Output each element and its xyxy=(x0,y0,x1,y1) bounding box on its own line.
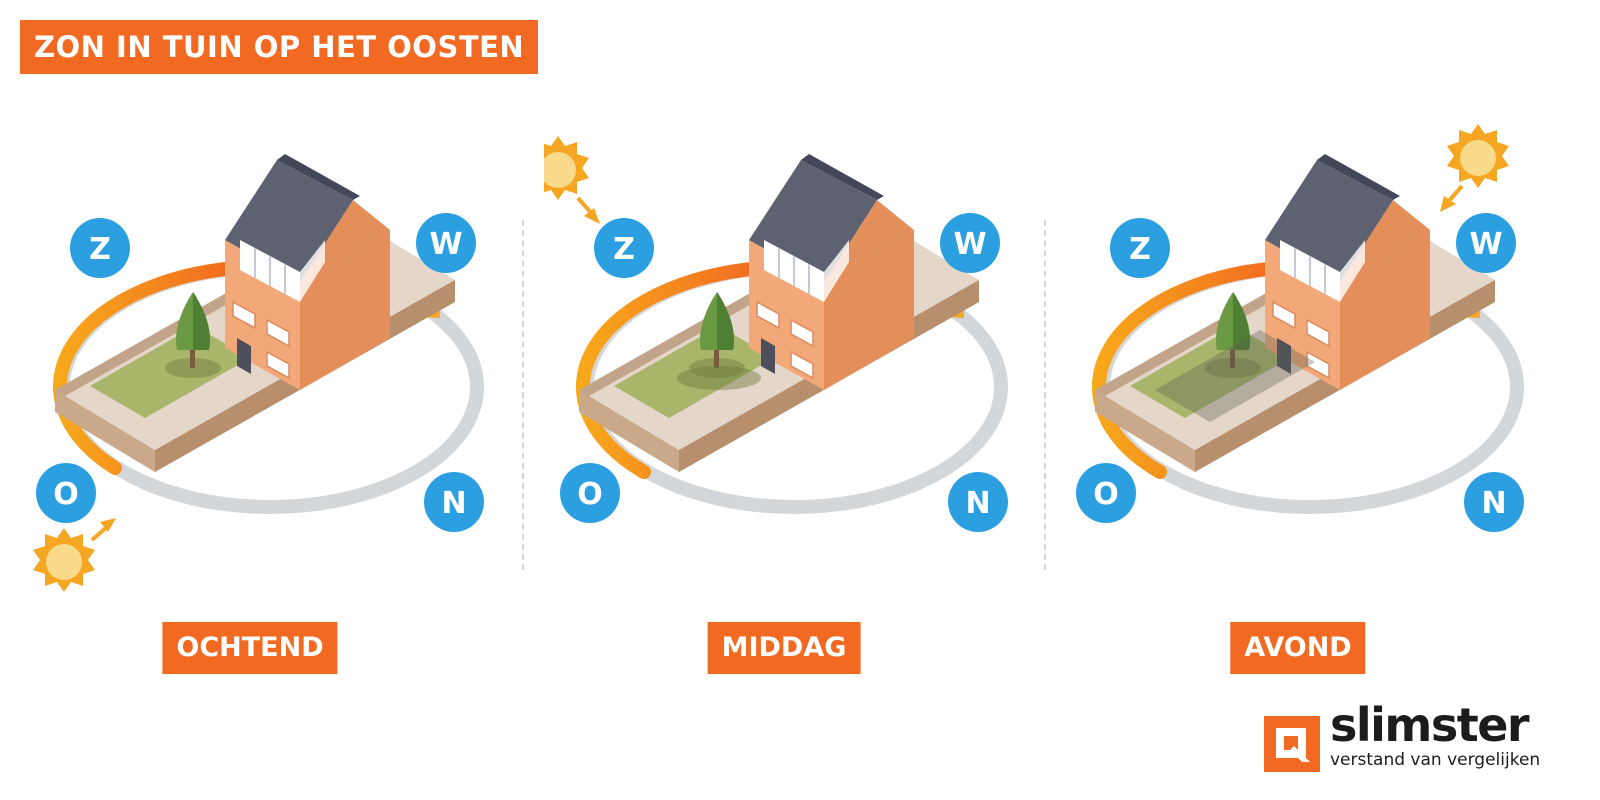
sun-icon xyxy=(544,136,589,200)
compass-north: N xyxy=(948,472,1008,532)
compass-south: Z xyxy=(594,218,654,278)
compass-west: W xyxy=(1456,213,1516,273)
compass-west: W xyxy=(940,213,1000,273)
arrow-icon xyxy=(90,518,116,542)
compass-west: W xyxy=(416,213,476,273)
logo-wordmark: slimster xyxy=(1330,698,1530,752)
label-ochtend: OCHTEND xyxy=(162,622,338,674)
page-title: ZON IN TUIN OP HET OOSTEN xyxy=(20,20,539,74)
svg-text:O: O xyxy=(577,477,603,512)
svg-text:O: O xyxy=(53,477,79,512)
panel-ochtend: Z W O N OCHTEND xyxy=(20,110,540,710)
label-avond: AVOND xyxy=(1230,622,1366,674)
house-shadow xyxy=(1155,330,1315,422)
svg-text:W: W xyxy=(953,227,986,262)
label-middag: MIDDAG xyxy=(707,622,861,674)
compass-east: O xyxy=(36,463,96,523)
arrow-icon xyxy=(1440,184,1464,212)
panel-divider xyxy=(1044,220,1046,570)
compass-north: N xyxy=(424,472,484,532)
compass-north: N xyxy=(1464,472,1524,532)
sun-icon xyxy=(1447,124,1509,188)
sun-icon xyxy=(33,528,95,592)
svg-text:N: N xyxy=(965,486,990,521)
compass-east: O xyxy=(560,463,620,523)
svg-text:Z: Z xyxy=(89,232,111,267)
svg-text:N: N xyxy=(1481,486,1506,521)
sun-path-arc xyxy=(53,261,242,475)
svg-text:W: W xyxy=(1469,227,1502,262)
svg-text:Z: Z xyxy=(1129,232,1151,267)
arrow-icon xyxy=(576,196,600,224)
compass-south: Z xyxy=(1110,218,1170,278)
logo-tagline: verstand van vergelijken xyxy=(1330,750,1541,770)
svg-text:N: N xyxy=(441,486,466,521)
tree-shadow xyxy=(677,366,761,390)
panel-avond: Z W O N AVOND xyxy=(1060,110,1580,710)
logo-mark-icon xyxy=(1264,716,1320,772)
svg-text:W: W xyxy=(429,227,462,262)
sun-path-arc xyxy=(1091,261,1285,479)
panel-middag: Z W O N MIDDAG xyxy=(544,110,1064,710)
compass-east: O xyxy=(1076,463,1136,523)
svg-text:O: O xyxy=(1093,477,1119,512)
slimster-logo: slimster verstand van vergelijken xyxy=(1264,698,1564,774)
sun-path-arc xyxy=(575,261,769,479)
compass-south: Z xyxy=(70,218,130,278)
panel-divider xyxy=(522,220,524,570)
svg-text:Z: Z xyxy=(613,232,635,267)
